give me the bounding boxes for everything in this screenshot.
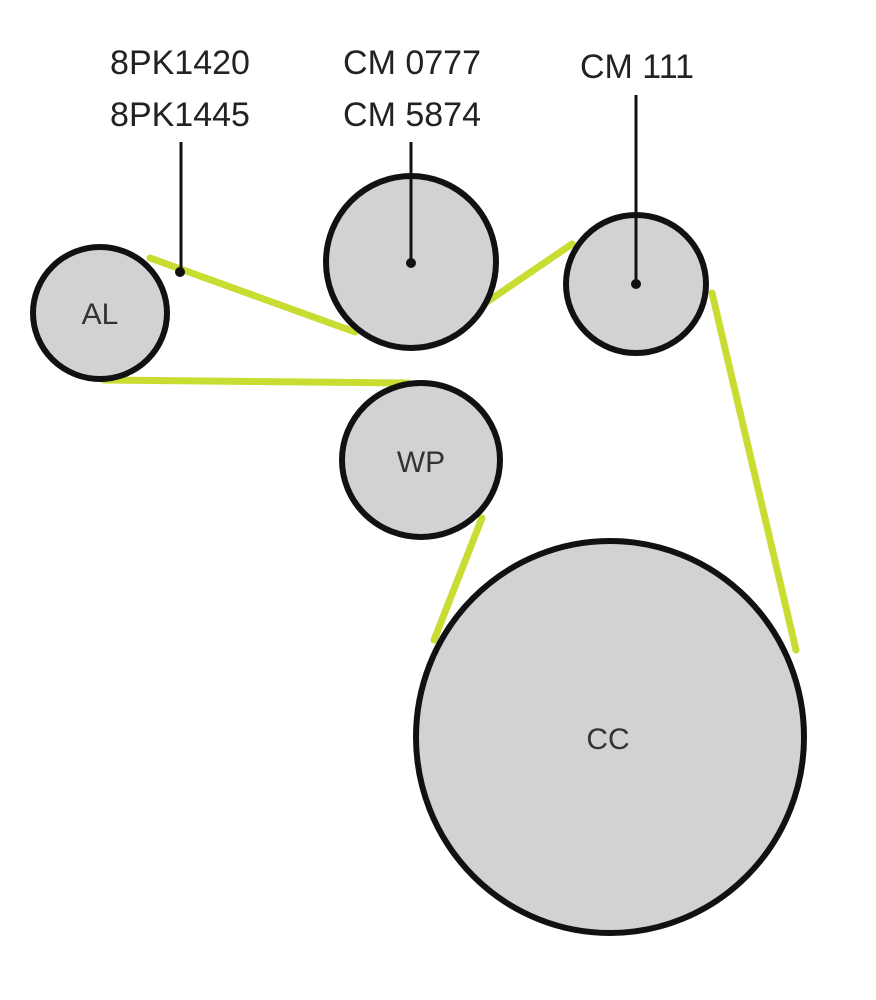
water-pump-label: WP: [397, 446, 445, 479]
belt-part-number-2: 8PK1445: [110, 96, 250, 134]
tensioner-center-dot: [631, 279, 641, 289]
belt-part-number-1: 8PK1420: [110, 44, 250, 82]
crankshaft-pulley: [413, 538, 807, 936]
water-pump-pulley: [339, 380, 503, 540]
tensioner-part-number: CM 111: [580, 48, 694, 86]
crankshaft-label: CC: [586, 723, 629, 756]
belt-segment-al-to-wp: [100, 376, 412, 387]
alternator-label: AL: [82, 298, 119, 331]
alternator-pulley: [30, 244, 170, 382]
belt-segment-wp-to-cc: [430, 514, 486, 644]
idler-part-number-2: CM 5874: [343, 96, 481, 134]
idler-center-dot: [406, 258, 416, 268]
belt: [100, 240, 800, 654]
belt-segment-tensioner-to-cc: [708, 289, 800, 654]
belt-callout-dot: [175, 267, 185, 277]
idler-part-number-1: CM 0777: [343, 44, 481, 82]
belt-segment-idler-to-tensioner: [474, 240, 576, 312]
